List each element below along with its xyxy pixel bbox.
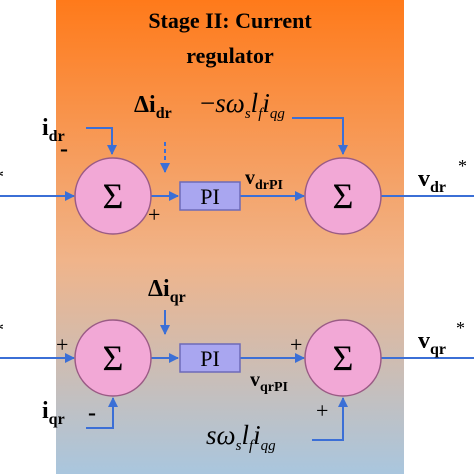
summer-1 bbox=[74, 157, 152, 235]
stage-panel bbox=[56, 0, 404, 474]
v-dr-output-label: vdr* bbox=[418, 156, 467, 196]
v-drpi-label: vdrPI bbox=[245, 167, 283, 193]
summer-3 bbox=[74, 319, 152, 397]
i-dr-label: idr bbox=[42, 115, 65, 145]
i-qr-label: iqr bbox=[42, 398, 65, 428]
i-dr-sign: - bbox=[60, 136, 68, 162]
title-line-1: Stage II: Current bbox=[148, 8, 312, 33]
pi-block-top bbox=[179, 181, 241, 211]
summer-2 bbox=[304, 157, 382, 235]
pi-block-top-label: PI bbox=[200, 184, 220, 209]
coupling-plus-sign: + bbox=[316, 398, 328, 423]
delta-i-dr-label: Δidr bbox=[134, 92, 172, 122]
i-qr-sign: - bbox=[88, 400, 96, 426]
summer-1-sigma: Σ bbox=[103, 176, 124, 216]
v-qrpi-label: vqrPI bbox=[250, 369, 288, 395]
summer-4-sigma: Σ bbox=[333, 338, 354, 378]
i-dr-feedback-wire bbox=[86, 127, 117, 155]
i-qr-feedback-wire bbox=[86, 397, 118, 429]
summer-4 bbox=[304, 319, 382, 397]
v-qr-output-label: vqr* bbox=[418, 318, 465, 358]
coupling-term-top: −sωslfiqg bbox=[200, 88, 285, 122]
delta-i-qr-label: Δiqr bbox=[148, 276, 186, 306]
bottom-ref-sup: * bbox=[0, 319, 4, 341]
bottom-input-plus: + bbox=[56, 332, 68, 357]
pi-block-bottom-label: PI bbox=[200, 346, 220, 371]
top-plus-sign: + bbox=[148, 202, 160, 227]
bottom-row-wires bbox=[0, 310, 474, 441]
summer-3-sigma: Σ bbox=[103, 338, 124, 378]
title-line-2: regulator bbox=[186, 43, 274, 68]
coupling-term-bottom: sωslfiqg bbox=[206, 420, 276, 454]
summer-2-sigma: Σ bbox=[333, 176, 354, 216]
coupling-top-wire bbox=[292, 117, 348, 155]
pi-block-bottom bbox=[179, 343, 241, 373]
top-row-wires bbox=[0, 117, 474, 201]
coupling-bottom-wire bbox=[312, 397, 348, 441]
pi-output-plus: + bbox=[290, 332, 302, 357]
top-ref-sup: * bbox=[0, 166, 4, 188]
